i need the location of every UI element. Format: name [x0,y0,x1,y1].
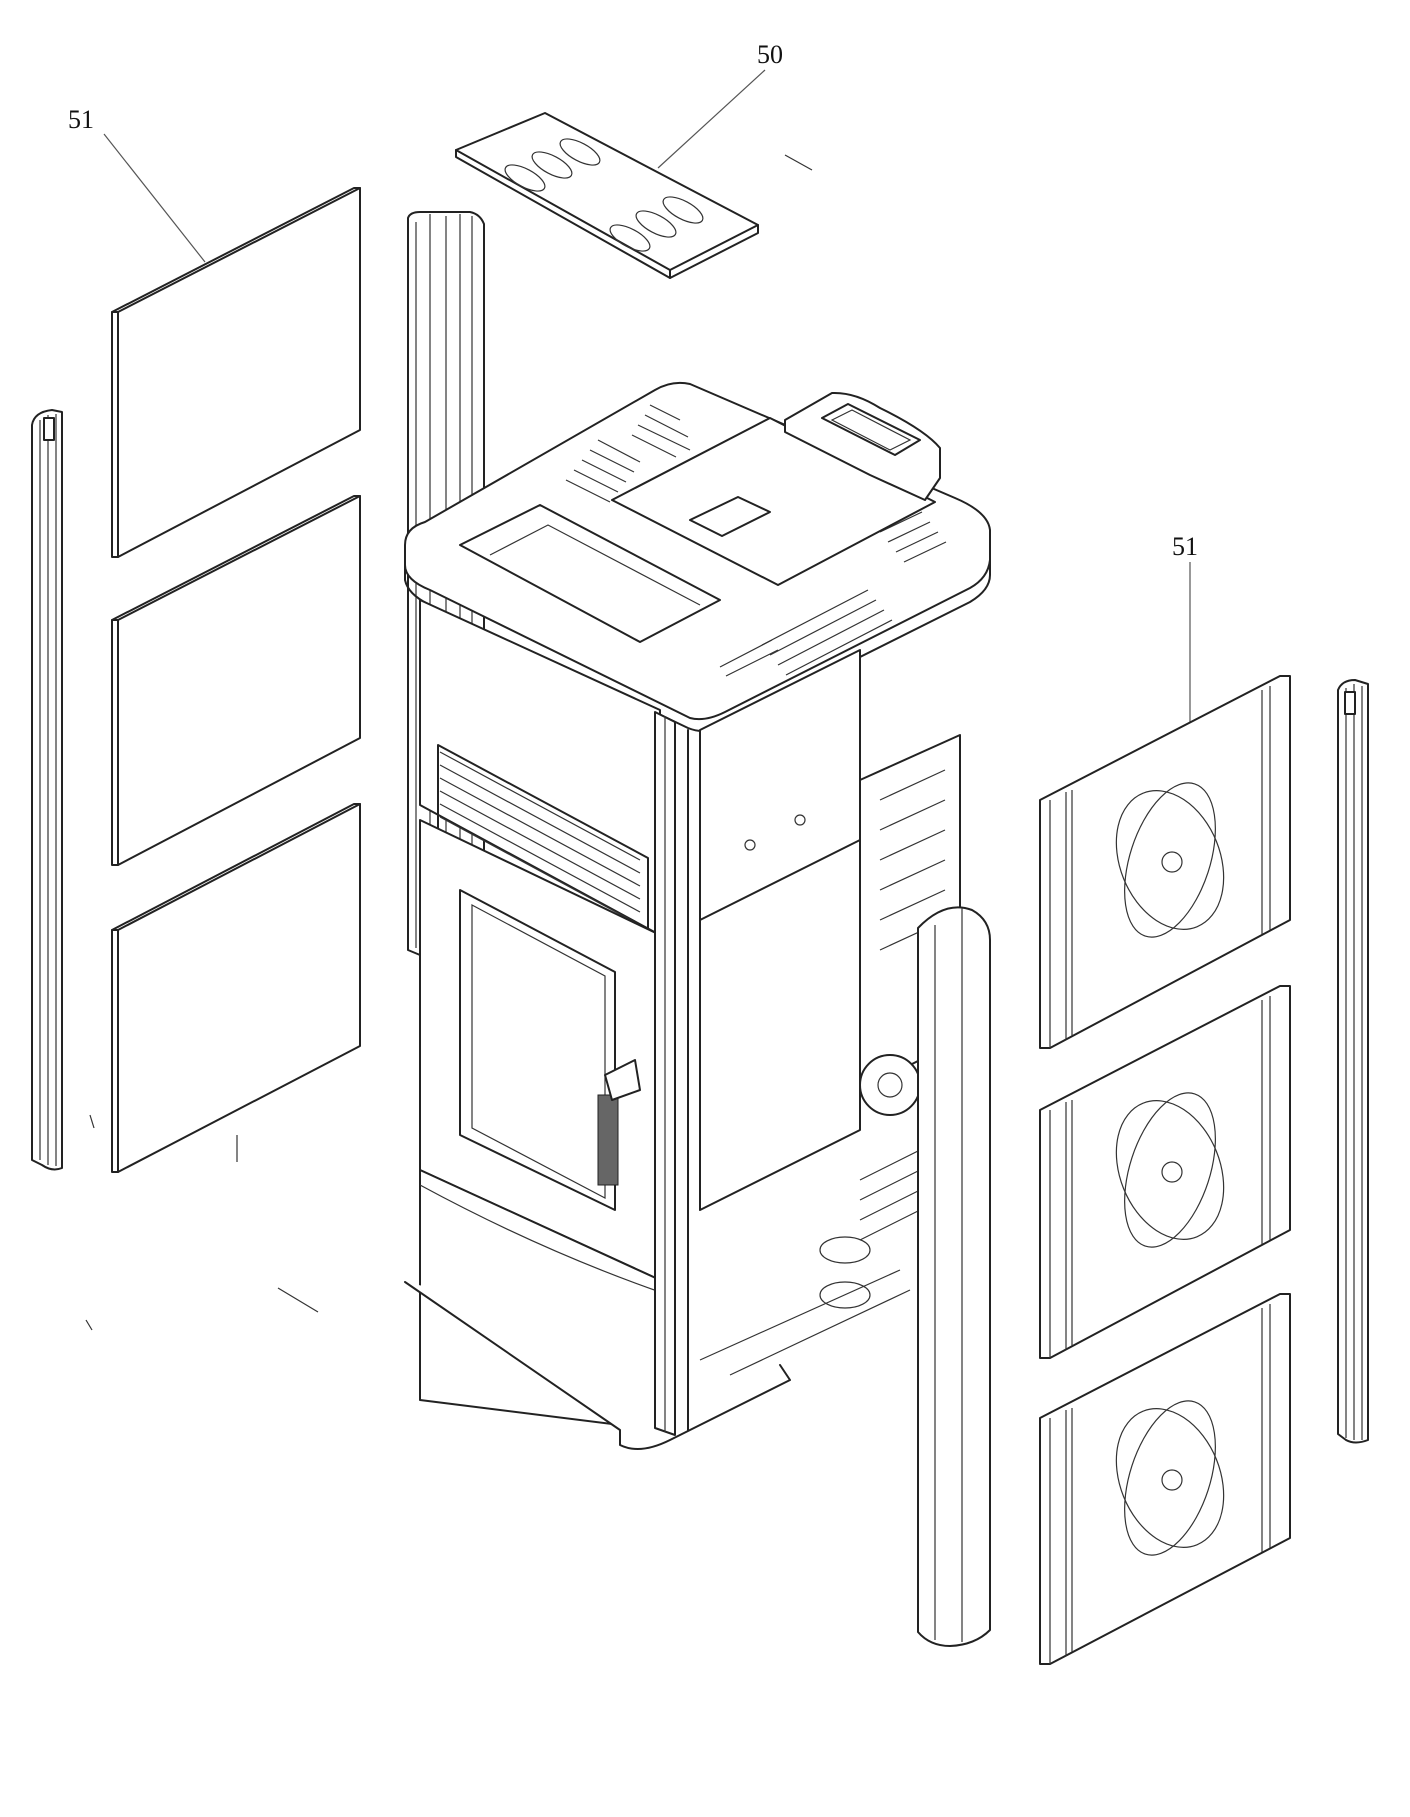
callout-label-top-cover: 50 [757,40,783,69]
door-glass [459,889,616,1211]
hopper-lid [611,417,936,586]
cover-slots [504,138,704,252]
leader-line-top-cover [657,69,766,169]
callout-label-right-panels: 51 [1172,532,1198,561]
right-side-panels [1039,675,1291,1665]
hopper-lid-handle [689,496,771,537]
left-panel-bottom [111,803,361,1173]
right-corner-profile [1337,679,1369,1444]
internal-mechanism [699,649,961,1376]
scan-artifacts [85,154,813,1331]
callout-label-left-panels: 51 [68,105,94,134]
top-vent-slots [565,404,947,677]
right-panel-middle [1039,985,1291,1359]
stove-door [419,819,661,1281]
door-handle [597,1094,619,1186]
right-front-corner-profile [917,906,991,1647]
top-cover-plate [455,112,759,279]
left-panel-middle [111,495,361,866]
left-side-panels [111,187,361,1173]
fan-motor [859,1054,921,1116]
stove-body [404,381,991,1647]
left-panel-top [111,187,361,558]
leader-line-left-panels [103,133,206,263]
right-panel-bottom [1039,1293,1291,1665]
left-corner-profile [31,409,63,1171]
display-screen [821,403,921,456]
right-panel-top [1039,675,1291,1049]
control-panel [784,391,941,501]
